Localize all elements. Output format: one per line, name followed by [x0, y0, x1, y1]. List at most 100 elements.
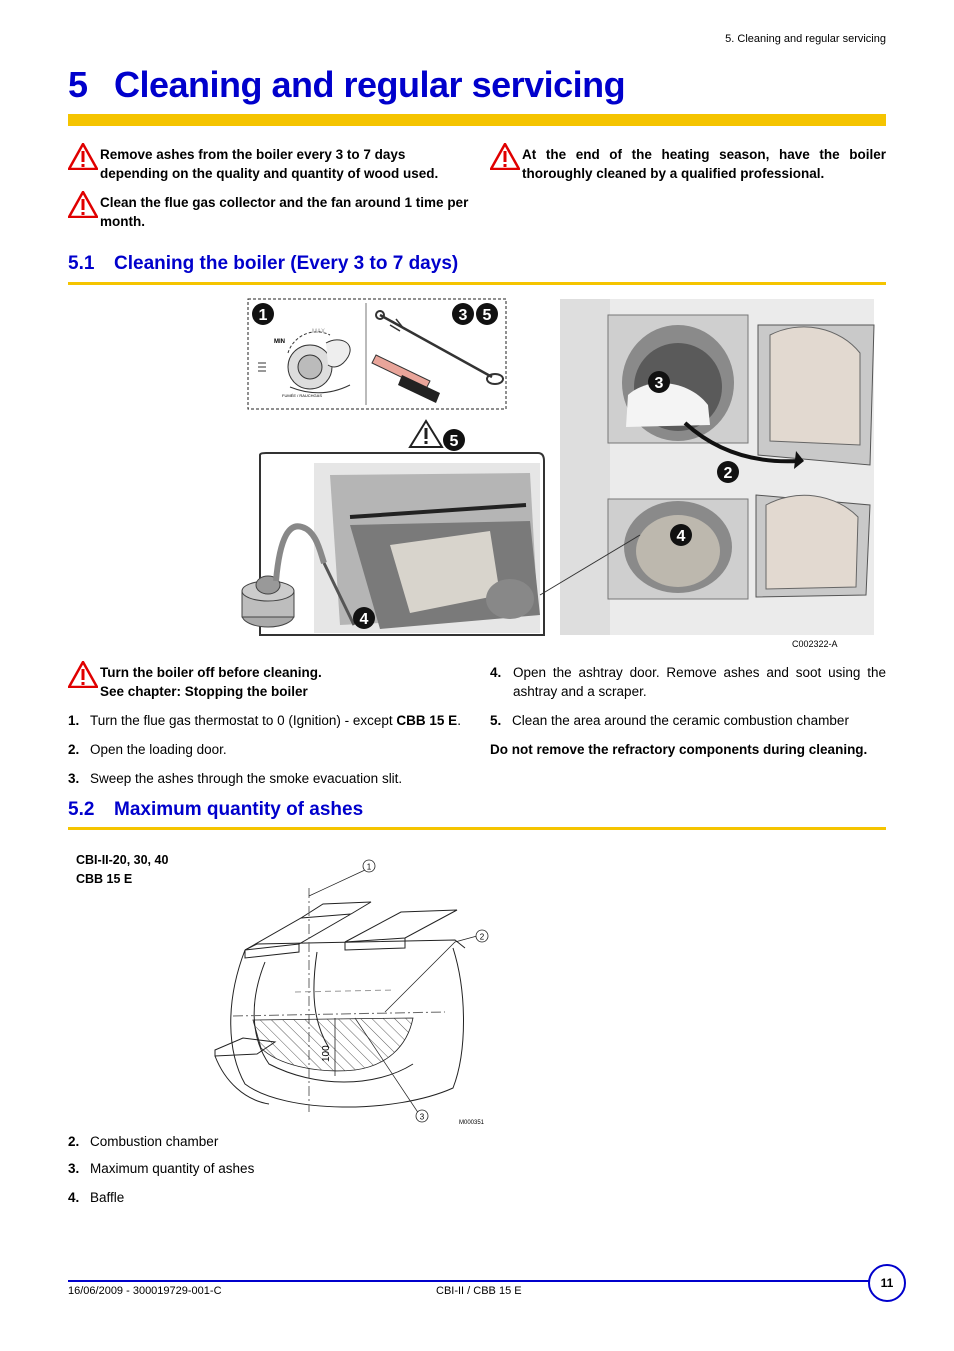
- boiler-photo: C002322-A: [560, 299, 875, 649]
- callout-2: 2: [475, 929, 489, 943]
- top-block-left-side: [244, 944, 300, 959]
- warning-turn-off-line2: See chapter: Stopping the boiler: [100, 684, 308, 699]
- leader-line: [539, 534, 641, 596]
- chapter-number: 5: [68, 64, 88, 105]
- models-line-1: CBI-II-20, 30, 40: [76, 853, 169, 867]
- models-label: CBI-II-20, 30, 40 CBB 15 E: [76, 851, 168, 889]
- top-block-right: [344, 909, 458, 943]
- top-block-right-side: [344, 938, 406, 951]
- warning-turn-off: Turn the boiler off before cleaning. See…: [100, 663, 470, 701]
- max-ash-area: [252, 1017, 414, 1072]
- scraper-tool: [375, 310, 504, 385]
- figure-code: C002322-A: [792, 639, 838, 649]
- step-number: 1.: [68, 713, 80, 728]
- ash-drawer-inset: [314, 463, 540, 633]
- warning-icon: [68, 191, 98, 218]
- footer-model: CBI-II / CBB 15 E: [436, 1285, 522, 1297]
- svg-text:1: 1: [259, 307, 268, 324]
- figure-warning-icon: [408, 419, 444, 448]
- brush-tool: [371, 354, 440, 403]
- step-number: 2.: [68, 742, 80, 757]
- badge-5-inset: 5: [443, 429, 465, 451]
- legend-item: 2. Combustion chamber: [68, 1132, 218, 1151]
- section-rule: [68, 282, 886, 285]
- svg-text:3: 3: [459, 307, 468, 324]
- section-heading-5-2: 5.2 Maximum quantity of ashes: [68, 799, 363, 821]
- chapter-rule: [68, 114, 886, 126]
- badge-5: 5: [476, 303, 498, 325]
- thermostat-dial: MIN MAX FUMÉE / RAUCHGAS: [258, 329, 351, 398]
- step-3: 3. Sweep the ashes through the smoke evac…: [68, 769, 468, 788]
- front-lip-curve: [214, 1055, 270, 1105]
- section-heading-5-1: 5.1 Cleaning the boiler (Every 3 to 7 day…: [68, 253, 458, 275]
- page-number: 11: [868, 1264, 906, 1302]
- refractory-note: Do not remove the refractory components …: [490, 742, 868, 757]
- step-text: Open the loading door.: [90, 742, 227, 757]
- step-1: 1. Turn the flue gas thermostat to 0 (Ign…: [68, 711, 468, 730]
- legend-item: 3. Maximum quantity of ashes: [68, 1159, 254, 1178]
- svg-text:2: 2: [724, 465, 733, 482]
- svg-text:5: 5: [450, 433, 459, 450]
- warning-icon: [490, 143, 520, 170]
- step-4: 4. Open the ashtray door. Remove ashes a…: [490, 663, 886, 701]
- warning-end-season: At the end of the heating season, have t…: [522, 147, 886, 181]
- legend-number: 3.: [68, 1161, 80, 1176]
- badge-3-photo: 3: [648, 371, 670, 393]
- step-text: Turn the flue gas thermostat to 0 (Ignit…: [90, 713, 397, 728]
- section-title: Maximum quantity of ashes: [114, 799, 364, 820]
- step-number: 5.: [490, 713, 502, 728]
- badge-4-photo: 4: [670, 524, 692, 546]
- chamber-outline: [230, 947, 464, 1108]
- svg-text:5: 5: [483, 307, 492, 324]
- step-text: Clean the area around the ceramic combus…: [512, 713, 849, 728]
- vacuum-cleaner: [241, 523, 356, 628]
- svg-text:1: 1: [367, 863, 372, 872]
- callout-leader-2: [384, 935, 478, 1013]
- center-line-horizontal: [232, 1011, 446, 1017]
- svg-text:4: 4: [677, 528, 686, 545]
- section-number: 5.2: [68, 799, 95, 820]
- svg-text:2: 2: [480, 933, 485, 942]
- warning-turn-off-line1: Turn the boiler off before cleaning.: [100, 665, 322, 680]
- legend-number: 2.: [68, 1134, 80, 1149]
- zoom-frame: [259, 452, 545, 636]
- step-2: 2. Open the loading door.: [68, 740, 468, 759]
- footer-doc-ref: 16/06/2009 - 300019729-001-C: [68, 1285, 222, 1297]
- svg-text:4: 4: [360, 611, 369, 628]
- svg-text:3: 3: [420, 1113, 425, 1122]
- warning-remove-ashes: Remove ashes from the boiler every 3 to …: [100, 147, 439, 181]
- legend-text: Combustion chamber: [90, 1134, 219, 1149]
- warning-icon: [68, 661, 98, 688]
- legend-text: Maximum quantity of ashes: [90, 1161, 255, 1176]
- dimension-value: 100: [321, 1045, 332, 1062]
- step-text-end: .: [457, 713, 461, 728]
- figure-code: M000351: [459, 1120, 485, 1126]
- step-text: Sweep the ashes through the smoke evacua…: [90, 771, 403, 786]
- section-title: Cleaning the boiler (Every 3 to 7 days): [114, 253, 459, 274]
- models-line-2: CBB 15 E: [76, 872, 133, 886]
- legend-text: Baffle: [90, 1190, 125, 1205]
- legend-item: 4. Baffle: [68, 1188, 124, 1207]
- legend-number: 4.: [68, 1190, 80, 1205]
- boiler-cleaning-figure: MIN MAX FUMÉE / RAUCHGAS C002322-A: [241, 298, 875, 649]
- callout-3: 3: [415, 1109, 429, 1123]
- callout-leader-1: [308, 869, 366, 897]
- warning-icon: [68, 143, 98, 170]
- svg-text:3: 3: [655, 375, 664, 392]
- badge-1: 1: [252, 303, 274, 325]
- step-number: 3.: [68, 771, 80, 786]
- section-number: 5.1: [68, 253, 95, 274]
- section-rule: [68, 827, 886, 830]
- dial-max-label: MAX: [312, 329, 325, 335]
- footer-rule: [68, 1280, 870, 1282]
- badge-3: 3: [452, 303, 474, 325]
- step-text: Open the ashtray door. Remove ashes and …: [513, 665, 886, 699]
- badge-2-photo: 2: [717, 461, 739, 483]
- callout-1: 1: [362, 859, 376, 873]
- running-header: 5. Cleaning and regular servicing: [725, 33, 886, 45]
- badge-4-inset: 4: [353, 607, 375, 629]
- dial-min-label: MIN: [274, 339, 285, 345]
- top-block-left: [244, 913, 352, 951]
- inner-arc: [253, 961, 414, 1083]
